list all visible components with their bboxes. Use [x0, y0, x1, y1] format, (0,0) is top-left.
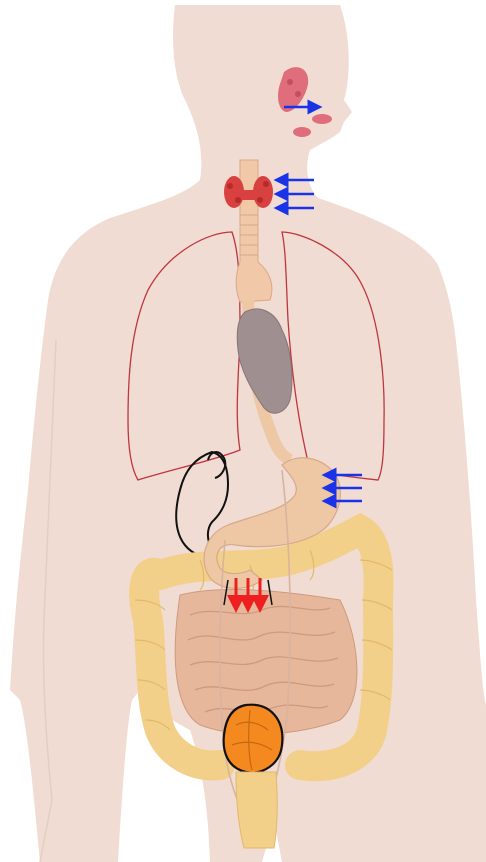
orange-organ-icon	[224, 705, 283, 773]
rectum-icon	[236, 772, 277, 848]
